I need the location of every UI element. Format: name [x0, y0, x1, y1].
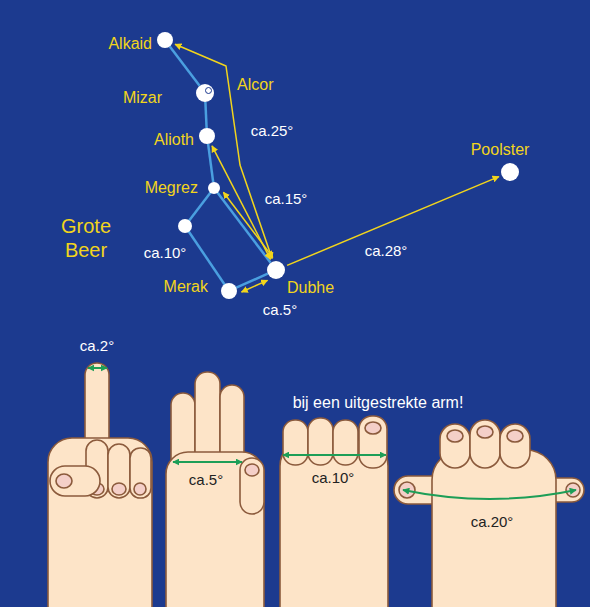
star-name: Alioth — [154, 131, 194, 149]
width-arrow — [88, 367, 107, 369]
distance-arrow — [287, 177, 499, 266]
angle-label: ca.28° — [365, 242, 408, 259]
angle-label: ca.15° — [265, 190, 308, 207]
width-arrow — [173, 461, 242, 463]
star-name: Poolster — [471, 141, 530, 159]
star-name: Dubhe — [287, 279, 334, 297]
star-name: Alkaid — [108, 35, 152, 53]
angle-label: ca.5° — [189, 471, 223, 489]
star: Alcor — [205, 87, 212, 94]
hand-spread — [394, 420, 584, 607]
hand-fist — [280, 416, 388, 607]
star: Alkaid — [157, 32, 173, 48]
constellation-line — [208, 144, 213, 182]
constellation-line — [218, 193, 271, 263]
star-name: Alcor — [237, 76, 273, 94]
angle-label: ca.25° — [251, 122, 294, 139]
distance-arrow — [242, 280, 268, 292]
hand-three-fingers — [166, 372, 264, 607]
angle-label: ca.20° — [471, 513, 514, 531]
angle-label: ca.10° — [312, 469, 355, 487]
width-arrow — [283, 454, 386, 456]
angle-label: ca.5° — [263, 301, 297, 318]
star-name: Merak — [164, 278, 208, 296]
star: Alioth — [199, 128, 215, 144]
angle-label: ca.2° — [80, 337, 114, 355]
star: Megrez — [208, 182, 220, 194]
star: Dubhe — [267, 261, 285, 279]
star: Mizar — [196, 84, 214, 102]
star: Merak — [221, 283, 237, 299]
star: Poolster — [501, 163, 519, 181]
note: bij een uitgestrekte arm! — [293, 393, 464, 412]
star-name: Megrez — [145, 179, 198, 197]
star — [178, 219, 192, 233]
constellation-line — [205, 102, 206, 128]
angle-label: ca.10° — [144, 244, 187, 261]
hand-one-finger — [48, 363, 152, 607]
constellation-name: Grote Beer — [50, 214, 122, 262]
star-name: Mizar — [123, 89, 162, 107]
constellation-line — [236, 274, 267, 288]
width-arrow — [403, 490, 576, 499]
